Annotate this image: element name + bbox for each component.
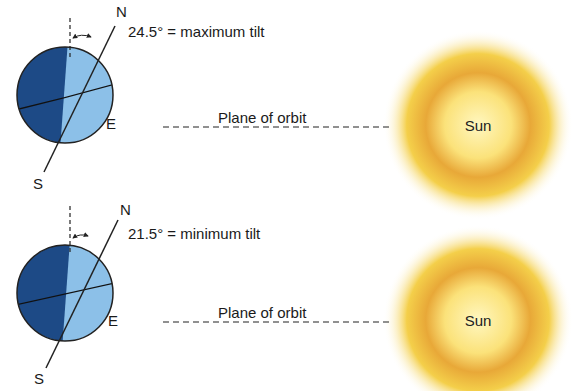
- axis-label: S: [33, 176, 43, 193]
- sun-glow: [383, 225, 573, 391]
- axis-label: N: [120, 202, 131, 219]
- sun-label: Sun: [465, 312, 492, 329]
- axis-label: S: [34, 371, 44, 388]
- sun-glow: [383, 30, 573, 220]
- axis-label: N: [116, 4, 127, 21]
- tilt-label: 24.5° = maximum tilt: [128, 24, 264, 41]
- tilt-label: 21.5° = minimum tilt: [128, 226, 260, 243]
- axis-label: E: [106, 116, 116, 133]
- plane-label: Plane of orbit: [218, 305, 306, 322]
- plane-label: Plane of orbit: [218, 110, 306, 127]
- sun-label: Sun: [465, 117, 492, 134]
- sun-circle: Sun: [418, 65, 538, 185]
- axis-label: E: [108, 313, 118, 330]
- earth-globe: [10, 240, 130, 360]
- sun-circle: Sun: [418, 260, 538, 380]
